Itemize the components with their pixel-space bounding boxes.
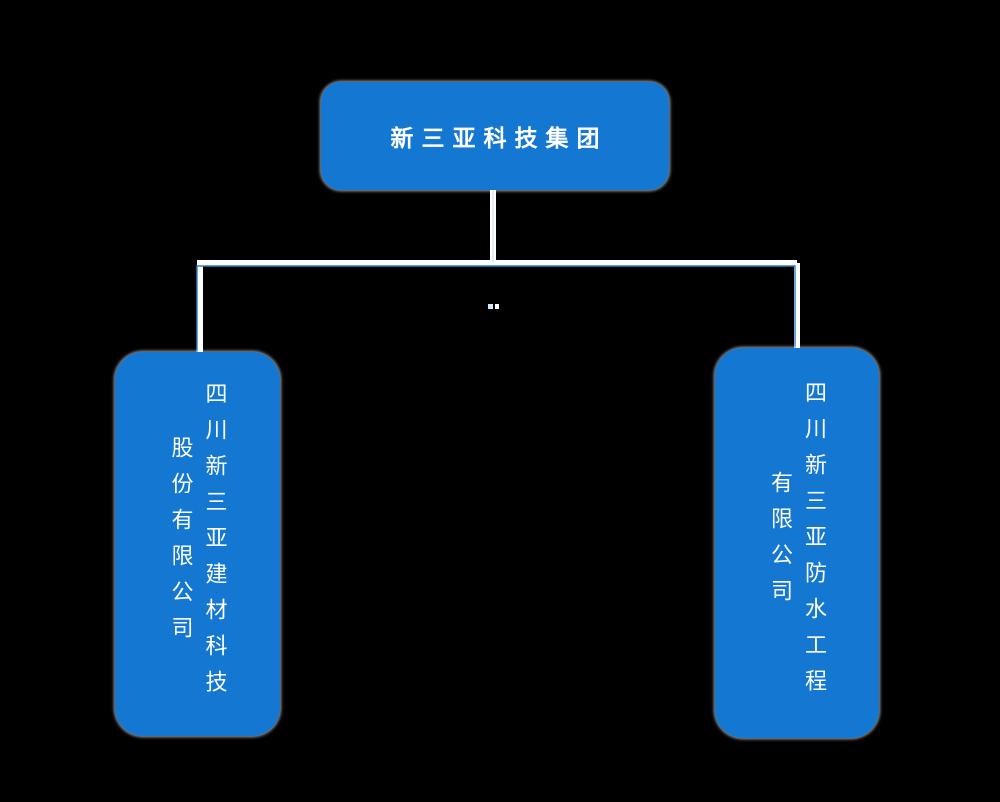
child-node-right-label-line1: 四川新三亚防水工程 [802,381,827,705]
child-node-left-label: 四川新三亚建材科技 股份有限公司 [164,352,232,736]
connector-lines [197,189,800,354]
child-node-left-label-line2: 股份有限公司 [168,436,194,652]
root-node-label: 新三亚科技集团 [390,125,608,151]
connector-branch-core [196,265,796,352]
child-node-left-label-line1: 四川新三亚建材科技 [202,382,228,706]
child-node-right-label-line2: 有限公司 [768,471,793,615]
child-node-left[interactable]: 四川新三亚建材科技 股份有限公司 [115,352,280,736]
junction-dot-white [495,304,499,309]
child-node-right[interactable]: 四川新三亚防水工程 有限公司 [715,348,879,738]
child-node-right-label: 四川新三亚防水工程 有限公司 [763,348,831,738]
junction-dot-pale [488,304,493,309]
root-node[interactable]: 新三亚科技集团 [321,82,669,190]
